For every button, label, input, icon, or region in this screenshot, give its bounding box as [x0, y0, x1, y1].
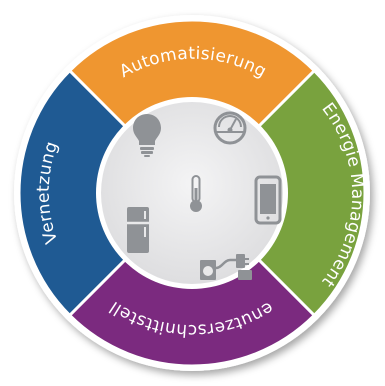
ring-segments: [19, 20, 364, 366]
segment-divider: [257, 68, 317, 128]
light-bulb-icon: [133, 114, 161, 157]
segment-benutzerschnittstelle: [70, 259, 314, 366]
smartphone-icon: [254, 175, 282, 225]
segment-energie-management: [258, 71, 364, 315]
refrigerator-icon: [127, 207, 149, 253]
gauge-meter-icon: [213, 111, 247, 145]
thermometer-icon: [190, 175, 202, 212]
segment-divider: [67, 258, 127, 318]
ring-dividers: [67, 68, 317, 318]
segment-divider: [257, 258, 317, 318]
segment-vernetzung: [19, 71, 126, 315]
segment-divider: [67, 68, 127, 128]
segment-automatisierung: [70, 20, 314, 127]
washing-machine-plug-icon: [200, 254, 252, 280]
ring-outer-border: [17, 18, 367, 368]
